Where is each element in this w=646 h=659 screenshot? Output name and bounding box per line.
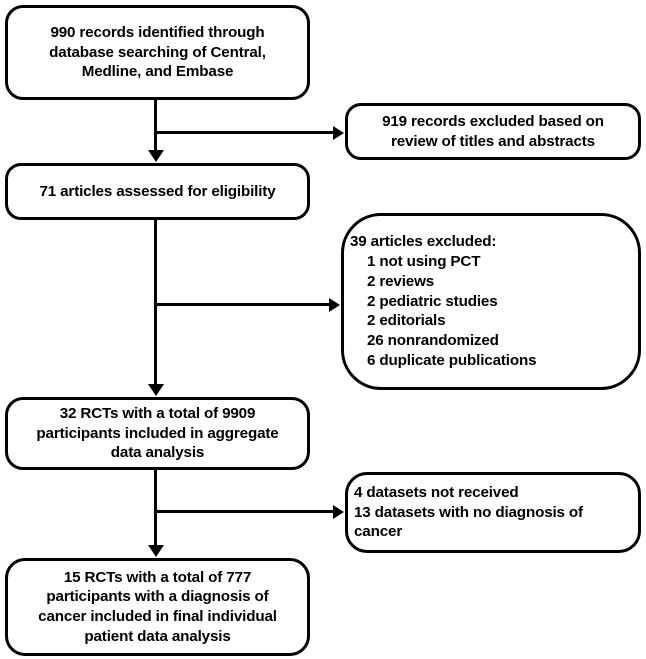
- text-line: data analysis: [110, 444, 205, 462]
- node-text: 4 datasets not received 13 datasets with…: [348, 483, 638, 542]
- exclusion-heading: 39 articles excluded:: [350, 233, 497, 251]
- exclusion-reason: 2 editorials: [367, 312, 446, 330]
- exclusion-reason: 2 reviews: [367, 272, 435, 290]
- text-line: 4 datasets not received: [354, 483, 519, 501]
- connector-branch-3: [154, 510, 334, 513]
- node-articles-assessed: 71 articles assessed for eligibility: [5, 163, 310, 220]
- arrow-down-to-aggregate: [147, 384, 164, 396]
- arrow-right-to-excluded-articles: [329, 297, 340, 312]
- arrow-right-to-excluded-titles: [333, 125, 344, 140]
- node-records-excluded-titles: 919 records excluded based on review of …: [345, 103, 641, 160]
- connector-trunk-3: [154, 470, 157, 547]
- exclusion-reason: 1 not using PCT: [367, 253, 481, 271]
- arrow-right-to-datasets: [333, 504, 344, 519]
- node-text: 919 records excluded based on review of …: [348, 112, 638, 152]
- text-line: cancer: [354, 523, 403, 541]
- text-line: 13 datasets with no diagnosis of: [354, 503, 583, 521]
- exclusion-reason: 6 duplicate publications: [367, 351, 537, 369]
- text-line: 71 articles assessed for eligibility: [39, 182, 276, 200]
- node-text: 39 articles excluded: 1 not using PCT 2 …: [344, 232, 638, 370]
- text-line: participants with a diagnosis of: [46, 588, 269, 606]
- text-line: 32 RCTs with a total of 9909: [59, 404, 256, 422]
- node-text: 32 RCTs with a total of 9909 participant…: [8, 404, 307, 463]
- arrow-down-to-final: [147, 545, 164, 557]
- text-line: 15 RCTs with a total of 777: [63, 568, 252, 586]
- node-text: 990 records identified through database …: [8, 23, 307, 82]
- text-line: Medline, and Embase: [81, 63, 234, 81]
- arrow-down-to-assessed: [147, 150, 164, 162]
- connector-branch-2: [154, 303, 330, 306]
- exclusion-reason: 2 pediatric studies: [367, 292, 498, 310]
- text-line: patient data analysis: [84, 627, 231, 645]
- text-line: review of titles and abstracts: [391, 132, 595, 150]
- connector-trunk-1: [154, 100, 157, 152]
- node-text: 15 RCTs with a total of 777 participants…: [8, 568, 307, 647]
- text-line: 919 records excluded based on: [382, 112, 604, 130]
- text-line: cancer included in final individual: [38, 608, 277, 625]
- exclusion-reason: 26 nonrandomized: [367, 332, 499, 350]
- connector-branch-1: [154, 131, 334, 134]
- text-line: 990 records identified through: [50, 23, 265, 41]
- node-rcts-aggregate: 32 RCTs with a total of 9909 participant…: [5, 397, 310, 470]
- node-text: 71 articles assessed for eligibility: [8, 182, 307, 202]
- node-rcts-final-ipd: 15 RCTs with a total of 777 participants…: [5, 558, 310, 656]
- node-articles-excluded: 39 articles excluded: 1 not using PCT 2 …: [341, 213, 641, 390]
- text-line: participants included in aggregate: [36, 424, 279, 442]
- node-datasets-excluded: 4 datasets not received 13 datasets with…: [345, 472, 641, 553]
- node-records-identified: 990 records identified through database …: [5, 5, 310, 100]
- text-line: database searching of Central,: [49, 43, 266, 61]
